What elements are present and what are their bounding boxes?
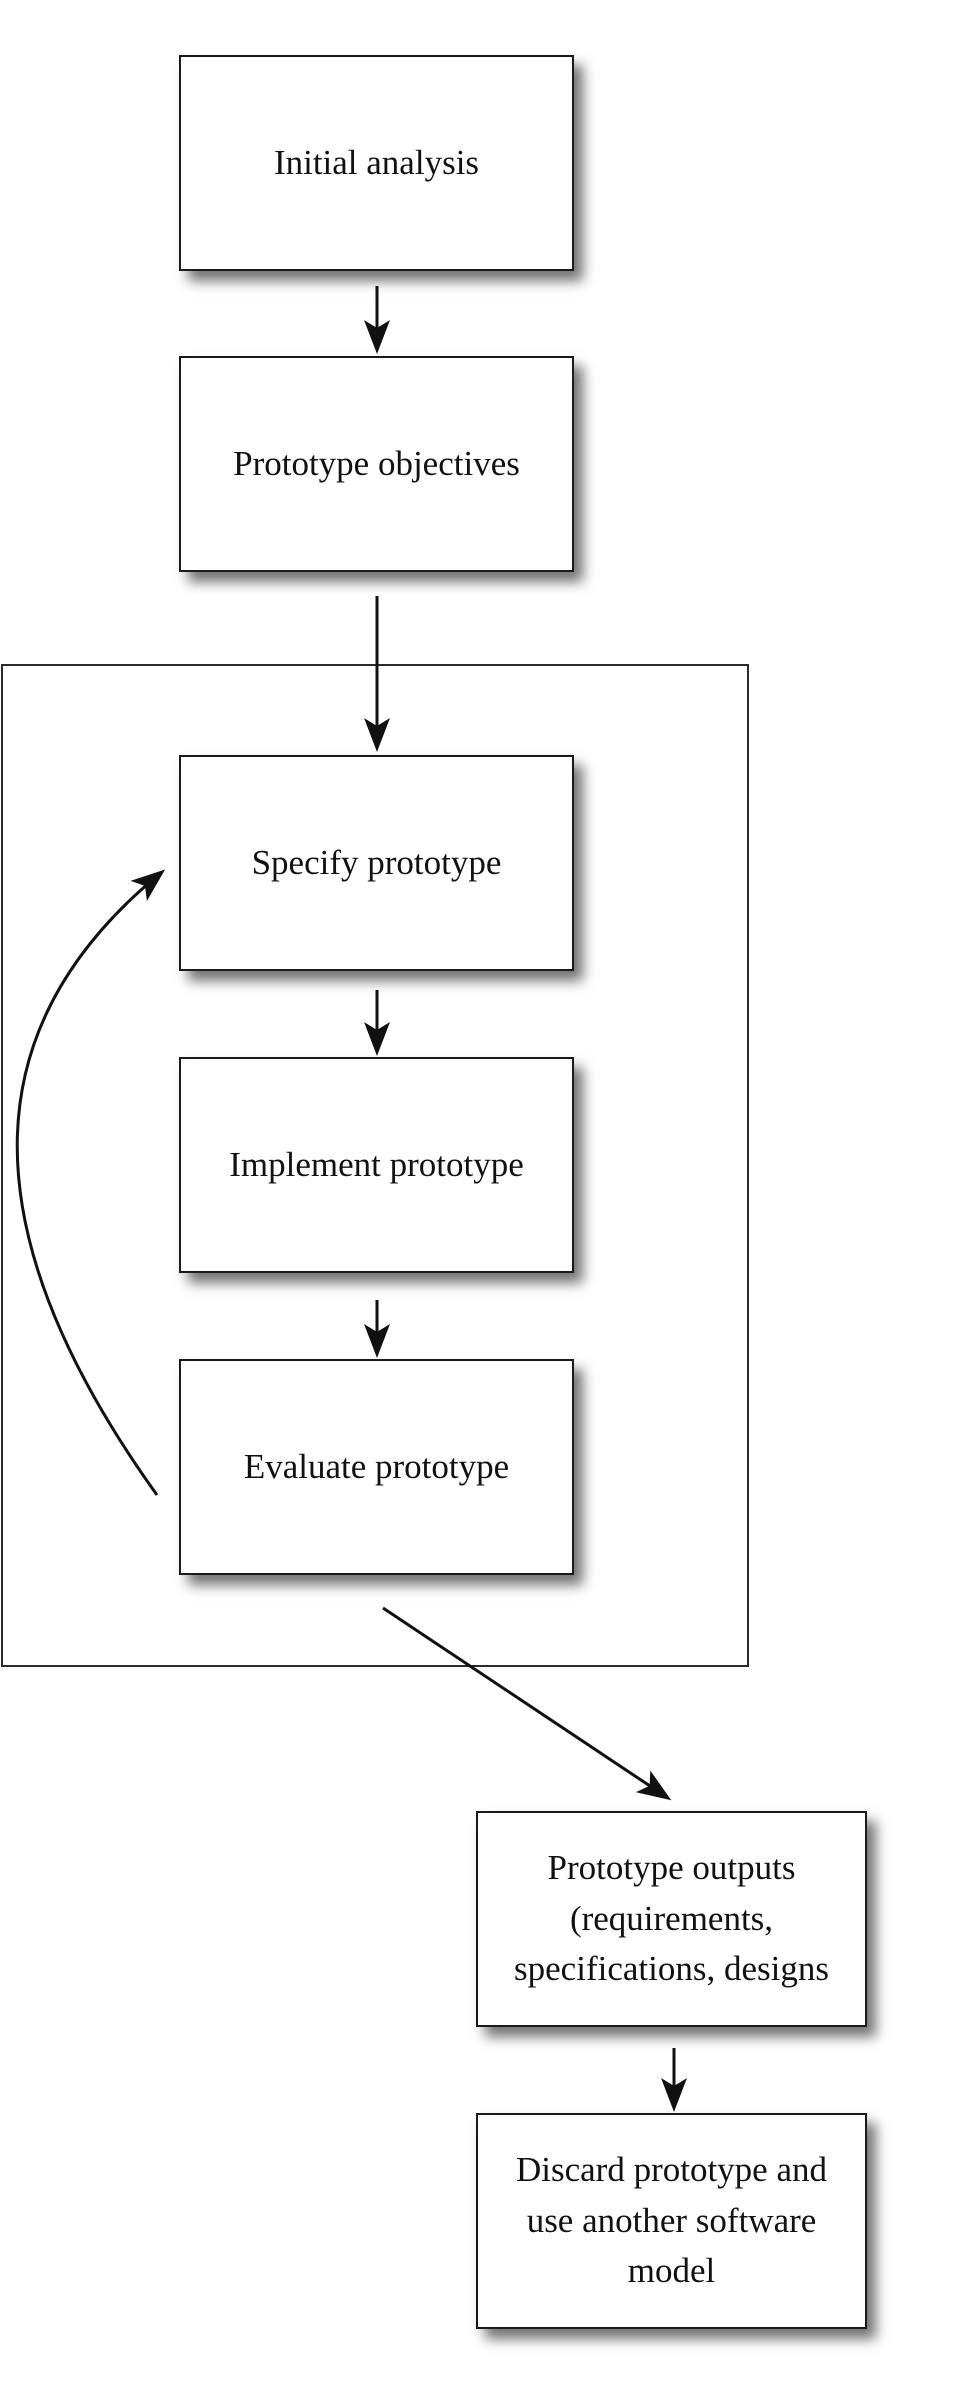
step-label: Prototype outputs (requirements, specifi… [514,1847,829,1989]
step-specify-prototype: Specify prototype [179,755,574,971]
step-evaluate-prototype: Evaluate prototype [179,1359,574,1575]
step-label: Specify prototype [251,842,502,882]
iteration-loop-frame [1,664,749,1667]
step-label: Discard prototype and use another softwa… [515,2149,828,2291]
step-implement-prototype: Implement prototype [179,1057,574,1273]
step-label: Prototype objectives [233,443,520,483]
step-label: Evaluate prototype [243,1446,510,1486]
step-prototype-objectives: Prototype objectives [179,356,574,572]
step-label: Initial analysis [273,142,480,182]
step-initial-analysis: Initial analysis [179,55,574,271]
step-discard-prototype: Discard prototype and use another softwa… [476,2113,867,2329]
step-prototype-outputs: Prototype outputs (requirements, specifi… [476,1811,867,2027]
step-label: Implement prototype [229,1144,524,1184]
